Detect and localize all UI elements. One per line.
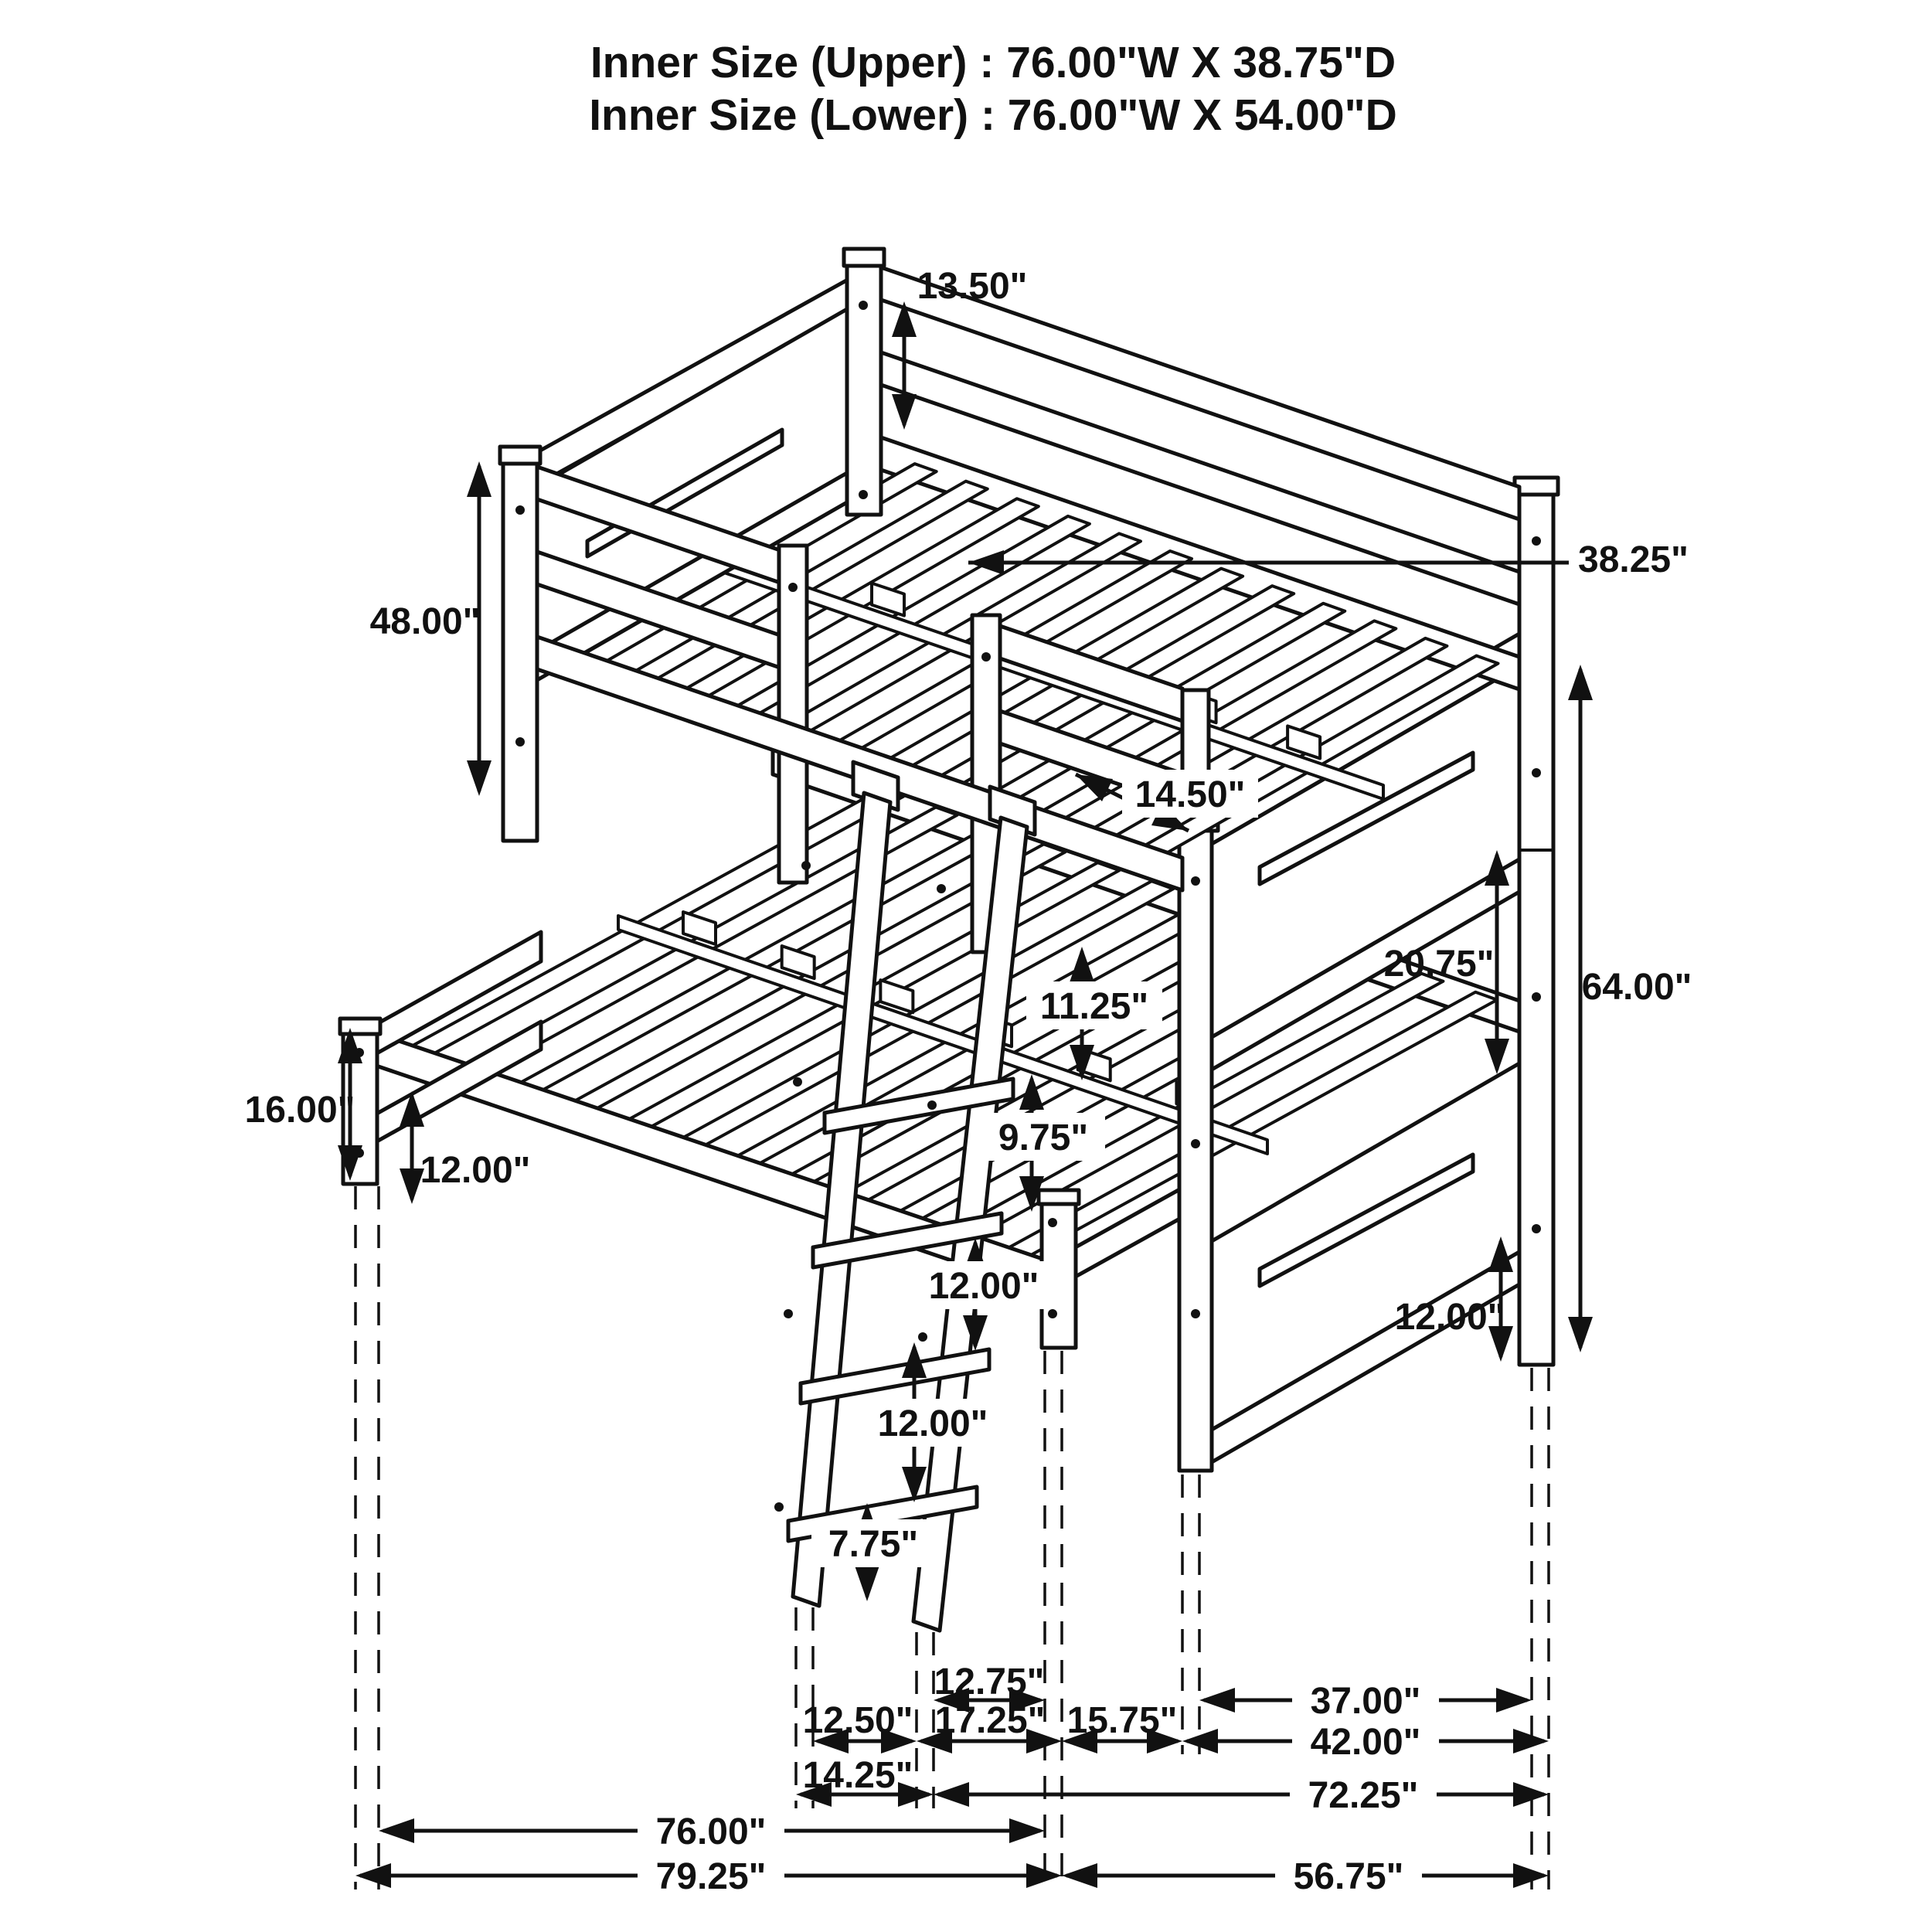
dim-label-bg [1026, 981, 1162, 1029]
dim-label-17-25: 17.25" [935, 1700, 1046, 1741]
dimension-labels: Inner Size (Upper) : 76.00"W X 38.75"D I… [245, 38, 1692, 1899]
ladder-step-3 [798, 1347, 992, 1406]
slat-tab [879, 978, 915, 1015]
dim-label-9-75: 9.75" [998, 1117, 1088, 1158]
dim-label-12-00-left: 12.00" [420, 1150, 531, 1191]
dim-label-42-00: 42.00" [1311, 1722, 1421, 1763]
projection-lines [354, 1186, 1550, 1889]
front-left-post-cap [498, 444, 543, 466]
dim-label-14-50: 14.50" [1135, 774, 1246, 815]
dim-label-bg [811, 1519, 935, 1567]
front-left-post [501, 461, 539, 843]
slat-tab [870, 581, 906, 617]
dim-label-bg [638, 1852, 784, 1899]
dim-label-bg [638, 1808, 784, 1854]
dim-label-11-25: 11.25" [1040, 986, 1148, 1027]
dim-label-bg [1292, 1718, 1439, 1764]
title-line-2: Inner Size (Lower) : 76.00"W X 54.00"D [589, 90, 1397, 140]
dim-label-38-25: 38.25" [1578, 539, 1689, 580]
dim-label-12-50: 12.50" [803, 1700, 913, 1741]
dim-label-56-75: 56.75" [1294, 1856, 1404, 1897]
front-left-leg-cap [338, 1016, 383, 1036]
dim-label-bg [1290, 1771, 1437, 1818]
dim-label-79-25: 79.25" [656, 1856, 767, 1897]
dim-label-64-00: 64.00" [1582, 967, 1692, 1008]
guard-gap-post-right [970, 613, 1002, 954]
dim-label-16-00: 16.00" [245, 1090, 355, 1131]
right-headboard [1172, 475, 1560, 1473]
guard-gap-post-left [777, 543, 809, 885]
dim-label-48-00: 48.00" [370, 601, 481, 642]
slat-tab [682, 910, 717, 946]
dim-label-bg [1122, 770, 1258, 818]
dim-label-bg [1292, 1677, 1439, 1723]
dim-label-72-25: 72.25" [1308, 1775, 1419, 1816]
front-right-leg-cap [1036, 1188, 1081, 1206]
ladder-step-2 [811, 1211, 1004, 1270]
rear-left-post-cap [842, 247, 886, 268]
dim-label-bg [981, 1113, 1105, 1161]
title-line-1: Inner Size (Upper) : 76.00"W X 38.75"D [590, 38, 1396, 87]
dim-label-12-75: 12.75" [934, 1662, 1045, 1702]
dim-label-bg [1275, 1852, 1422, 1899]
dim-label-20-75: 20.75" [1384, 944, 1495, 985]
dim-label-bg [864, 1399, 1002, 1447]
dim-label-37-00: 37.00" [1311, 1681, 1421, 1722]
ladder-step-1 [822, 1077, 1015, 1135]
mid-front-post [1177, 828, 1214, 1473]
right-upper-panel-slot [1257, 750, 1475, 886]
dim-label-12-00-right: 12.00" [1395, 1297, 1505, 1338]
dim-label-12-00-ladder-a: 12.00" [929, 1266, 1039, 1307]
ladder-stile-front [791, 791, 893, 1608]
dim-label-15-75: 15.75" [1067, 1700, 1178, 1741]
rear-right-post [1517, 492, 1556, 1367]
dim-label-76-00: 76.00" [656, 1811, 767, 1852]
slat-tab [780, 944, 816, 981]
dim-label-12-00-ladder-b: 12.00" [878, 1403, 988, 1444]
dim-label-14-25: 14.25" [803, 1755, 913, 1796]
dim-label-bg [915, 1261, 1053, 1309]
dim-label-13-50: 13.50" [917, 266, 1028, 307]
dim-label-7-75: 7.75" [828, 1524, 918, 1565]
screw-holes [355, 301, 1541, 1535]
right-lower-panel-slot [1257, 1152, 1475, 1288]
slat-tab [1286, 724, 1322, 760]
